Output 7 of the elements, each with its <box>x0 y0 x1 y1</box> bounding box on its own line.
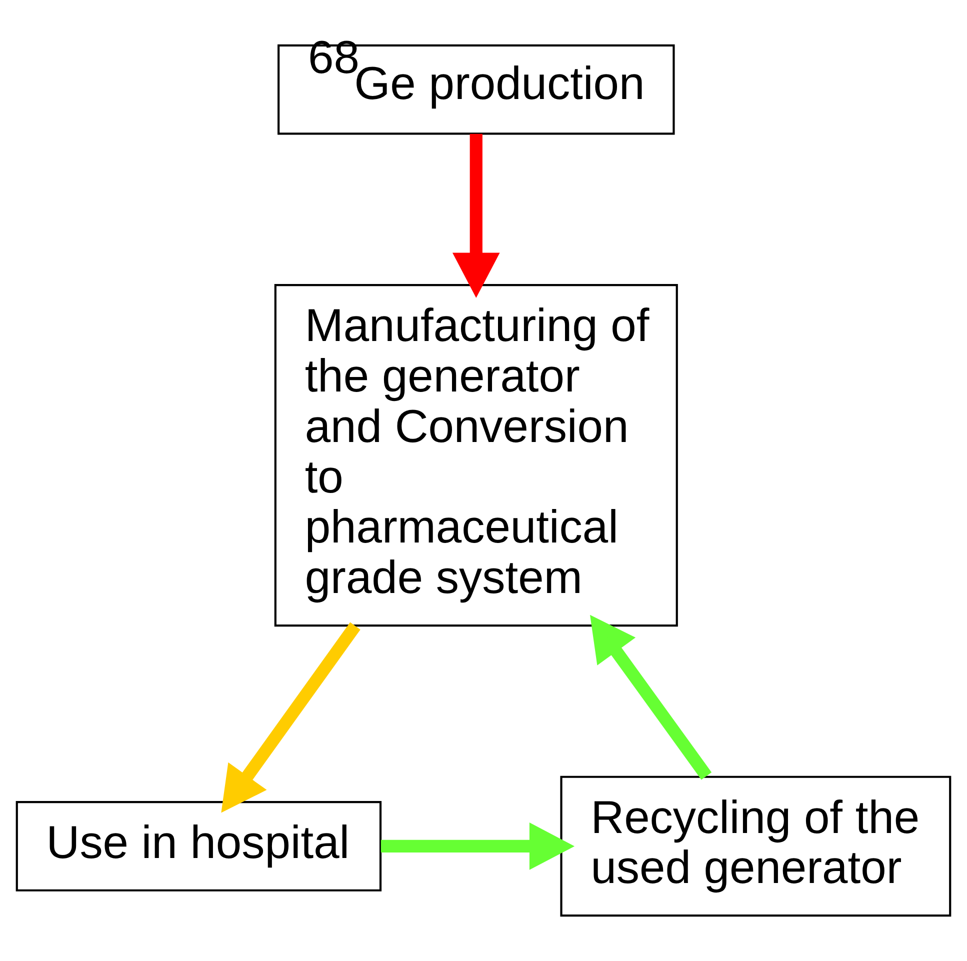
arrow <box>221 622 360 813</box>
node-box: Use in hospital <box>16 801 382 892</box>
node-box: Recycling of the used generator <box>560 776 952 917</box>
arrow <box>590 614 712 780</box>
arrow <box>452 134 500 298</box>
node-box: Manufacturing of the generator and Conversion to pharmaceutical grade system <box>274 284 678 627</box>
arrow <box>380 822 575 870</box>
